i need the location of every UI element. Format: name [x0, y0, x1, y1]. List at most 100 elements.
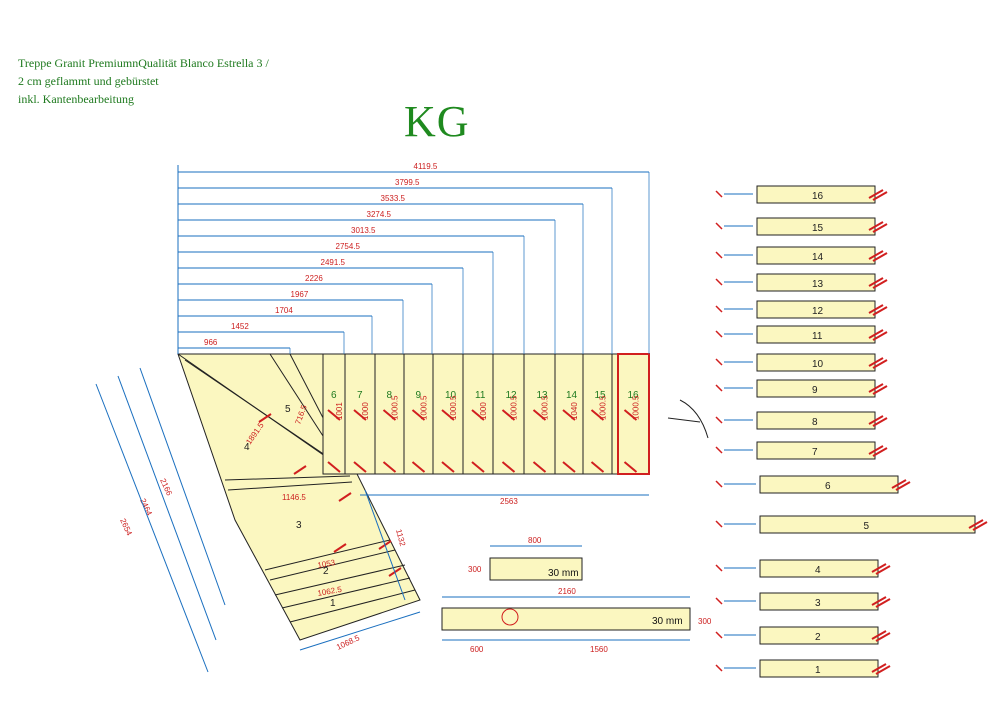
cut-mark	[382, 409, 397, 421]
cut-mark	[411, 409, 426, 421]
run-step-width: 1000.5	[449, 395, 458, 420]
cut-mark	[891, 479, 907, 489]
piece-label: 11	[812, 331, 823, 342]
note-edge: inkl. Kantenbearbeitung	[18, 92, 134, 106]
bottom-dim-text: 2563	[500, 497, 518, 506]
cut-mark	[868, 329, 884, 339]
cut-mark	[441, 409, 455, 421]
cut-mark	[872, 359, 888, 369]
winder-step-number: 3	[296, 520, 302, 531]
winder-dim-text: 2464	[138, 497, 154, 517]
cut-mark	[868, 189, 884, 199]
piece-label: 12	[812, 306, 824, 317]
cut-mark	[872, 331, 888, 341]
winder-dim-text: 2654	[118, 517, 134, 537]
cut-mark	[715, 358, 723, 366]
run-step-number: 13	[537, 390, 549, 401]
run-step-number: 8	[387, 390, 393, 401]
cut-mark	[872, 447, 888, 457]
piece-label: 15	[812, 223, 824, 234]
cut-mark	[715, 664, 723, 672]
cut-mark	[872, 279, 888, 289]
cut-mark	[715, 251, 723, 259]
cut-mark	[868, 445, 884, 455]
cut-mark	[871, 663, 887, 673]
note-material: Treppe Granit PremiumnQualität Blanco Es…	[18, 56, 269, 70]
piece-label: 10	[812, 359, 824, 370]
long-slab-left: 600	[470, 645, 484, 654]
cut-mark	[293, 465, 307, 475]
run-step-width: 1000.5	[632, 395, 641, 420]
cut-mark	[501, 461, 516, 473]
winder-dim-text: 1062.5	[317, 585, 343, 598]
cut-mark	[471, 409, 485, 421]
run-step-number: 12	[506, 390, 518, 401]
cut-mark	[968, 519, 984, 529]
winder-dim-text: 1132	[394, 528, 407, 547]
piece-label: 16	[812, 191, 824, 202]
run-step-number: 11	[475, 390, 486, 401]
cut-mark	[715, 330, 723, 338]
piece-label: 14	[812, 252, 824, 263]
cut-mark	[868, 383, 884, 393]
cut-mark	[258, 413, 272, 423]
cut-mark	[872, 385, 888, 395]
cut-mark	[715, 597, 723, 605]
run-step-number: 16	[628, 390, 640, 401]
top-dim-text: 4119.5	[414, 162, 438, 171]
run-step-width: 1000	[361, 402, 370, 420]
winder-dim-text: 1068.5	[335, 633, 361, 652]
run-step-number: 15	[595, 390, 607, 401]
run-step-number: 7	[357, 390, 363, 401]
cut-mark	[875, 565, 891, 575]
cut-mark	[875, 665, 891, 675]
cut-mark	[895, 481, 911, 491]
cut-mark	[623, 461, 638, 473]
run-step-width: 1000.5	[420, 395, 429, 420]
cut-mark	[471, 461, 485, 473]
cut-mark	[441, 461, 455, 473]
cut-mark	[715, 416, 723, 424]
cut-mark	[871, 563, 887, 573]
cut-mark	[327, 461, 341, 473]
run-step-width: 1040	[570, 402, 579, 420]
small-slab-width: 800	[528, 536, 542, 545]
cut-mark	[875, 632, 891, 642]
top-dim-text: 3799.5	[395, 178, 420, 187]
cut-mark	[715, 480, 723, 488]
step-16-outline	[617, 353, 650, 475]
small-slab-height: 300	[468, 565, 482, 574]
top-dim-text: 1967	[291, 290, 309, 299]
cut-mark	[868, 250, 884, 260]
cut-mark	[327, 409, 341, 421]
page-title: KG	[404, 97, 470, 146]
run-step-width: 1000.5	[541, 395, 550, 420]
run-step-width: 1000.5	[510, 395, 519, 420]
piece-label: 9	[812, 385, 818, 396]
cut-mark	[872, 252, 888, 262]
cut-mark	[972, 521, 988, 531]
winder-step-number: 5	[285, 404, 291, 415]
piece-label: 13	[812, 279, 824, 290]
top-dim-text: 1452	[231, 322, 249, 331]
run-step-width: 1000.5	[391, 395, 400, 420]
winder-step-number: 4	[244, 442, 250, 453]
run-step-width: 1001	[335, 402, 344, 420]
cut-mark	[715, 278, 723, 286]
top-dim-text: 2491.5	[321, 258, 346, 267]
note-finish: 2 cm geflammt und gebürstet	[18, 74, 159, 88]
cut-mark	[715, 564, 723, 572]
top-dim-text: 966	[204, 338, 218, 347]
cut-mark	[868, 221, 884, 231]
cut-mark	[715, 520, 723, 528]
top-dim-text: 3013.5	[351, 226, 376, 235]
run-step-number: 10	[445, 390, 457, 401]
top-dim-text: 3533.5	[381, 194, 406, 203]
cut-mark	[353, 461, 367, 473]
cut-mark	[868, 304, 884, 314]
run-step-width: 1000.5	[599, 395, 608, 420]
small-slab	[489, 557, 583, 581]
run-step-number: 6	[331, 390, 337, 401]
cut-mark	[532, 461, 547, 473]
